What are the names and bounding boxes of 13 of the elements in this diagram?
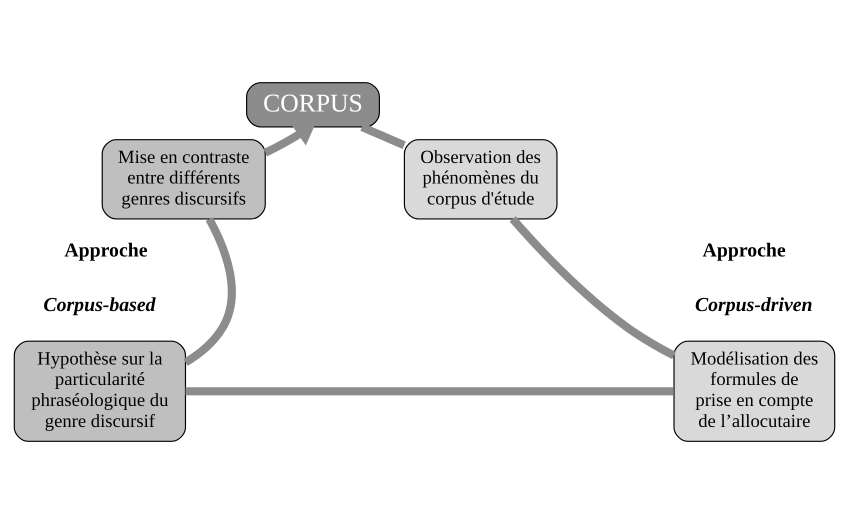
label: Approche [702, 239, 786, 262]
node-box: Mise en contraste entre différents genres discursifs [101, 139, 266, 220]
node-box: CORPUS [246, 82, 380, 128]
label: Corpus-driven [694, 294, 812, 316]
connector [185, 387, 674, 396]
label: Approche [64, 239, 148, 262]
node-box: Observation des phénomènes du corpus d'étude [403, 139, 558, 220]
connector [360, 123, 406, 149]
node-box: Modélisation des formules de prise en compte de l’allocutaire [672, 340, 835, 442]
connector [509, 216, 676, 360]
connector [182, 217, 236, 366]
label: Corpus-based [42, 294, 156, 316]
node-box: Hypothèse sur la particularité phraséologique du genre discursif [13, 340, 186, 442]
